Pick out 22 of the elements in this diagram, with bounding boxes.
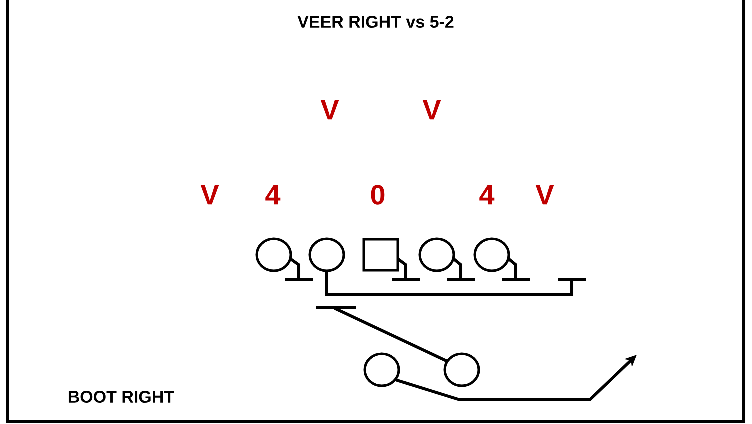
defender-symbol: V: [536, 185, 554, 205]
player-circle: [418, 238, 456, 272]
player-circle: [474, 238, 510, 272]
block-line: [502, 258, 530, 281]
player-circle: [256, 238, 292, 272]
block-line: [285, 258, 313, 281]
play-name: BOOT RIGHT: [68, 390, 174, 404]
block-line: [326, 270, 586, 296]
player-circle: [308, 238, 346, 272]
center-square: [362, 238, 400, 272]
defender-symbol: 4: [266, 185, 281, 205]
block-line: [392, 258, 420, 281]
block-line: [316, 306, 448, 363]
defender-symbol: 4: [480, 185, 495, 205]
defender-symbol: V: [422, 100, 442, 120]
defender-symbol: V: [200, 185, 220, 205]
defender-symbol: V: [320, 100, 340, 120]
player-circle: [364, 352, 400, 388]
title: VEER RIGHT vs 5-2: [298, 16, 454, 28]
player-circle: [444, 352, 480, 388]
defender-symbol: 0: [371, 185, 385, 205]
block-line: [447, 258, 475, 281]
